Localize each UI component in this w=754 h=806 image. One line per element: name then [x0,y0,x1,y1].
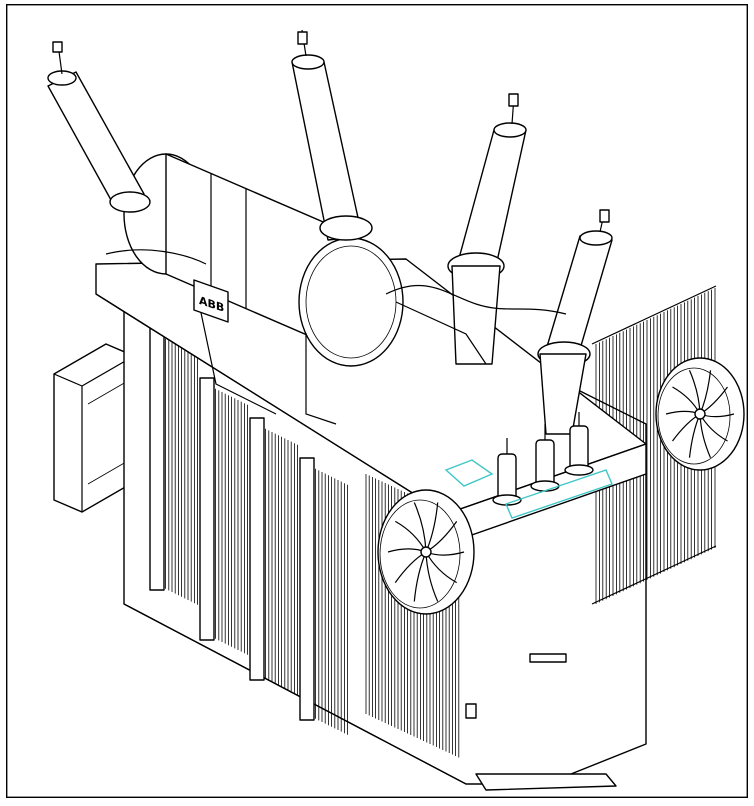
bushing-4 [537,209,613,435]
bushing-1 [47,41,151,213]
nameplate: ABB [193,279,229,323]
right-cooling-fan [655,357,745,471]
radiator-panel [299,457,349,735]
radiator-panel [149,327,199,605]
control-cabinet [53,343,135,513]
radiator-panel [199,377,249,655]
lv-bushings [492,412,594,506]
piping [105,249,567,365]
conservator-tank [123,153,404,425]
lv-bushing-1 [492,438,522,506]
bushing-2 [291,29,373,241]
lv-bushing-3 [564,412,594,476]
radiator-panel [249,417,299,695]
bushing-3 [447,93,527,365]
left-cooling-fan [377,489,475,615]
left-radiator-bank [149,327,349,735]
drawing-frame: ABB [6,4,748,798]
highlight-marks [444,459,613,519]
